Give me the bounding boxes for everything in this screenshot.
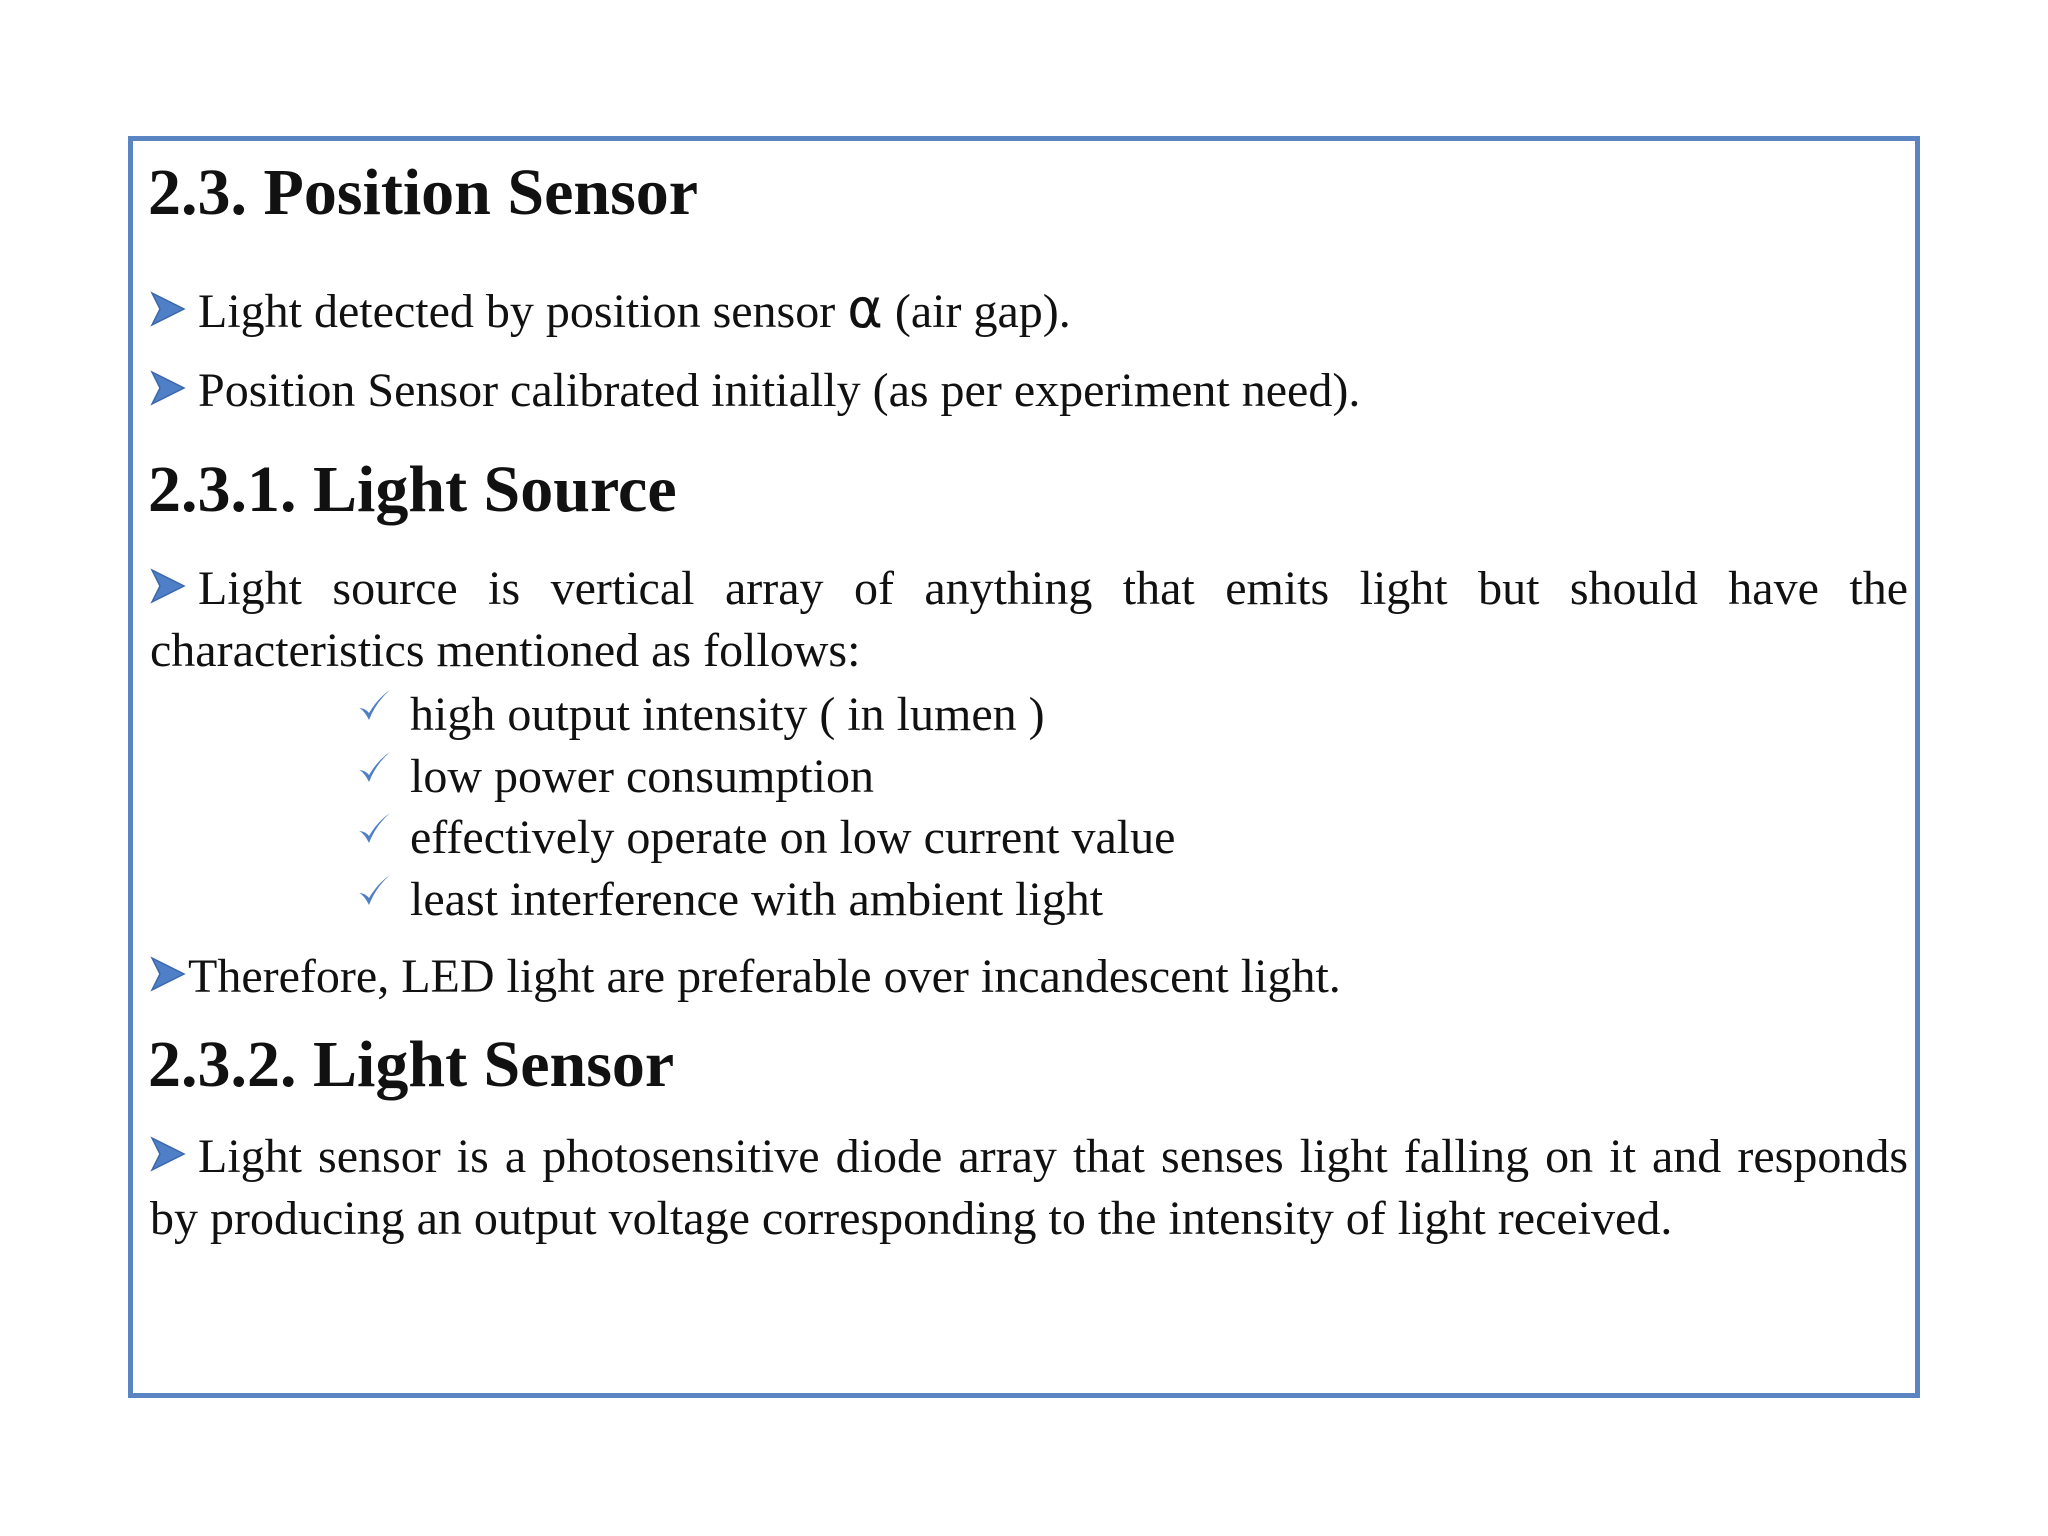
arrow-bullet-icon xyxy=(150,1134,186,1174)
light-source-intro-text: Light source is vertical array of anythi… xyxy=(150,562,1908,677)
checkmark-icon xyxy=(356,871,392,911)
list-item: low power consumption xyxy=(356,746,1175,808)
section-heading-light-source: 2.3.1. Light Source xyxy=(148,453,677,526)
section-heading-position-sensor: 2.3. Position Sensor xyxy=(148,156,699,229)
checkmark-icon xyxy=(356,686,392,726)
section-heading-light-sensor: 2.3.2. Light Sensor xyxy=(148,1028,675,1101)
alpha-symbol: α xyxy=(847,277,883,340)
characteristic-text: low power consumption xyxy=(410,749,874,803)
list-item: high output intensity ( in lumen ) xyxy=(356,684,1175,746)
bullet-light-detected-suffix: (air gap). xyxy=(882,285,1071,338)
bullet-light-detected: Light detected by position sensor α (air… xyxy=(150,278,1071,343)
light-source-conclusion: Therefore, LED light are preferable over… xyxy=(150,946,1341,1008)
light-source-intro: Light source is vertical array of anythi… xyxy=(150,558,1908,682)
slide-frame xyxy=(128,136,1920,1398)
checkmark-icon xyxy=(356,748,392,788)
checkmark-icon xyxy=(356,809,392,849)
arrow-bullet-icon xyxy=(150,368,186,408)
arrow-bullet-icon xyxy=(150,954,186,994)
bullet-calibration-text: Position Sensor calibrated initially (as… xyxy=(198,364,1361,417)
arrow-bullet-icon xyxy=(150,289,186,329)
characteristics-list: high output intensity ( in lumen ) low p… xyxy=(356,684,1175,930)
list-item: effectively operate on low current value xyxy=(356,807,1175,869)
characteristic-text: least interference with ambient light xyxy=(410,872,1104,926)
characteristic-text: effectively operate on low current value xyxy=(410,811,1176,864)
light-source-conclusion-text: Therefore, LED light are preferable over… xyxy=(188,950,1341,1003)
light-sensor-description: Light sensor is a photosensitive diode a… xyxy=(150,1126,1908,1250)
light-sensor-description-text: Light sensor is a photosensitive diode a… xyxy=(150,1130,1908,1245)
arrow-bullet-icon xyxy=(150,566,186,606)
list-item: least interference with ambient light xyxy=(356,869,1175,931)
bullet-calibration: Position Sensor calibrated initially (as… xyxy=(150,360,1360,422)
bullet-light-detected-text: Light detected by position sensor xyxy=(198,285,848,338)
characteristic-text: high output intensity ( in lumen ) xyxy=(410,688,1045,741)
